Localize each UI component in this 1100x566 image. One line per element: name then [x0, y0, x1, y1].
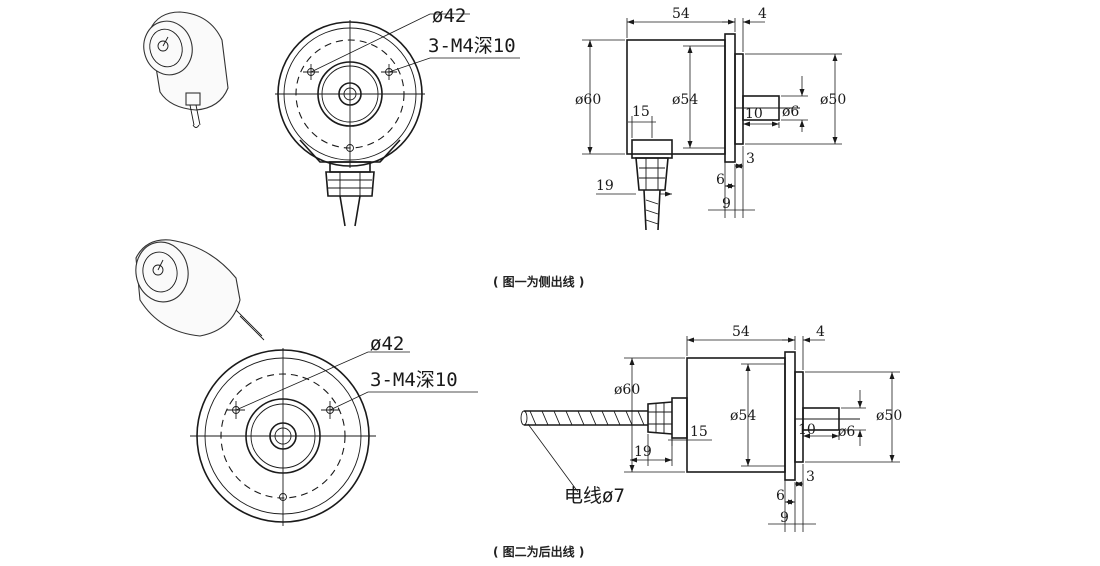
side-2-dim-inner-dia: ø54: [730, 408, 756, 424]
side-2-dim-shaft-len: 10: [798, 422, 816, 438]
side-2-dim-cable-len: 19: [634, 444, 652, 460]
front-view-1: ø42 3-M4深10: [275, 5, 520, 227]
side-1-dim-cable-len: 19: [596, 178, 614, 194]
encoder-3d-sketch-rear-cable: [135, 239, 265, 341]
side-2-dim-length: 54: [732, 324, 750, 340]
side-1-dim-body-dia: ø60: [575, 92, 601, 108]
side-1-dim-flange: 4: [758, 6, 767, 22]
side-1-dim-3: 3: [746, 151, 755, 167]
side-2-dim-9: 9: [780, 510, 789, 526]
side-1-dim-length: 54: [672, 6, 690, 22]
side-2-cable-label: 电线ø7: [564, 485, 625, 507]
diagram-1: ø42 3-M4深10 54 4: [143, 5, 846, 289]
side-2-dim-3: 3: [806, 469, 815, 485]
front-1-callout-diameter: ø42: [432, 5, 466, 27]
side-1-dim-cable-width: 15: [632, 104, 650, 120]
side-2-dim-flange: 4: [816, 324, 825, 340]
side-2-dim-body-dia: ø60: [614, 382, 640, 398]
front-2-callout-holes: 3-M4深10: [370, 369, 458, 391]
caption-2: ( 图二为后出线 ): [493, 544, 584, 559]
encoder-3d-sketch-side-cable: [143, 11, 229, 128]
front-1-callout-holes: 3-M4深10: [428, 35, 516, 57]
side-2-dim-cable-width: 15: [690, 424, 708, 440]
side-1-dim-shaft-dia: ø6: [782, 104, 799, 120]
diagram-2: ø42 3-M4深10 54: [135, 239, 902, 559]
side-1-dim-6: 6: [716, 172, 725, 188]
side-1-dim-9: 9: [722, 196, 731, 212]
side-view-2: 54 4 ø60 ø54 ø50 ø6 10: [520, 324, 902, 532]
side-1-dim-shaft-len: 10: [745, 106, 763, 122]
front-view-2: ø42 3-M4深10: [190, 333, 478, 526]
side-1-dim-flange-dia: ø50: [820, 92, 846, 108]
side-view-1: 54 4 ø60 ø54 ø50 ø6 10: [575, 6, 846, 231]
side-1-dim-inner-dia: ø54: [672, 92, 698, 108]
caption-1: ( 图一为侧出线 ): [493, 274, 584, 289]
front-2-callout-diameter: ø42: [370, 333, 404, 355]
side-2-dim-6: 6: [776, 488, 785, 504]
side-2-dim-shaft-dia: ø6: [838, 424, 855, 440]
side-2-dim-flange-dia: ø50: [876, 408, 902, 424]
